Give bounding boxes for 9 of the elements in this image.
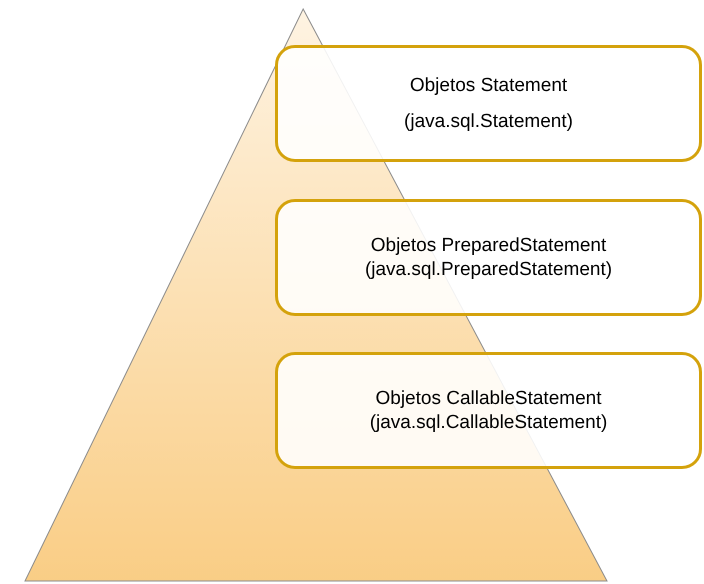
rounded-box [275,352,702,469]
class-name: (java.sql.Statement) [404,110,573,134]
box-heading: Objetos CallableStatement [375,386,602,410]
rounded-box [275,45,702,162]
rounded-box [275,199,702,316]
class-name: (java.sql.PreparedStatement) [364,258,612,282]
class-name: (java.sql.CallableStatement) [370,410,608,434]
box-heading: Objetos Statement [410,74,568,98]
box-heading: Objetos PreparedStatement [370,234,606,258]
